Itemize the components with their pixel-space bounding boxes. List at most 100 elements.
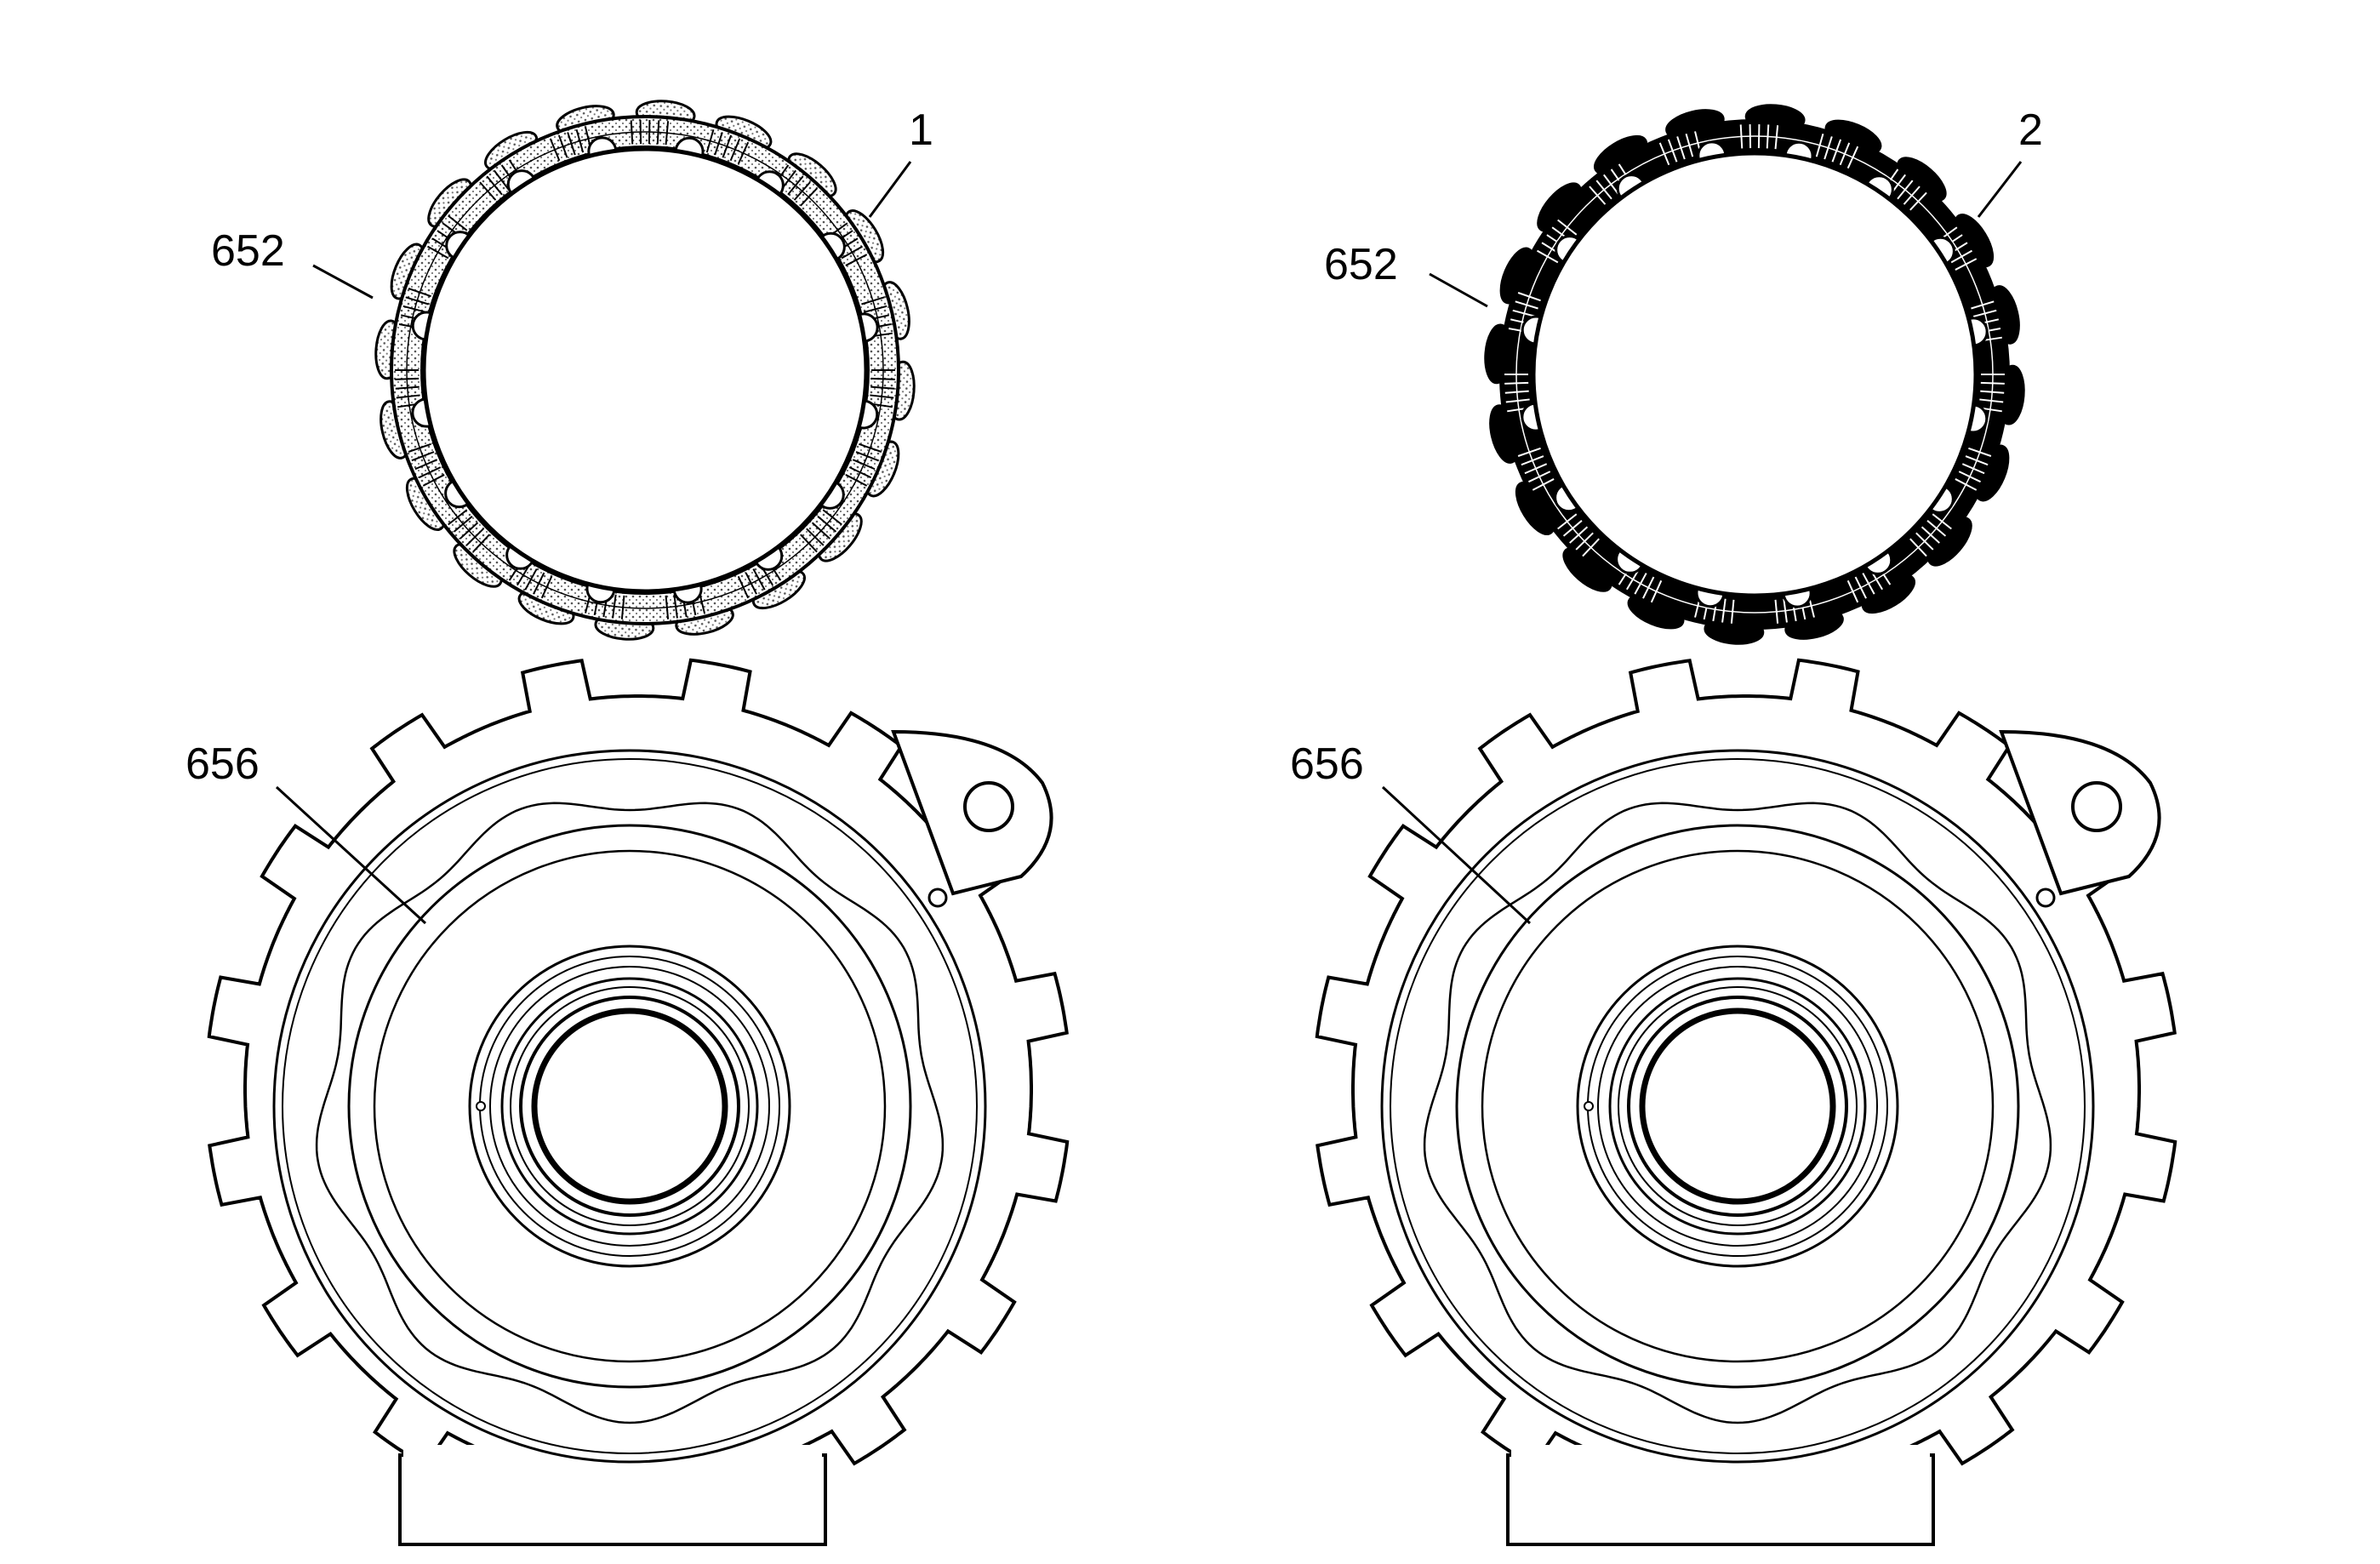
ring-groove xyxy=(1926,520,1947,537)
right-clutch-housing xyxy=(1315,658,2177,1546)
ring-groove xyxy=(1667,139,1678,163)
ring-groove xyxy=(1815,133,1824,157)
ring-groove xyxy=(841,245,864,260)
ring-groove xyxy=(1505,398,1530,403)
ring-groove xyxy=(859,442,882,453)
housing-ring xyxy=(1618,986,1858,1226)
ring-groove xyxy=(1965,455,1989,466)
ring-groove xyxy=(863,305,888,313)
ring-groove xyxy=(1517,447,1541,457)
ring-groove xyxy=(845,254,868,266)
ring-groove xyxy=(1730,599,1735,624)
ring-groove xyxy=(1932,513,1952,530)
ring-groove xyxy=(448,214,468,231)
callout-2: 2 xyxy=(2018,106,2043,155)
ring-groove xyxy=(1909,191,1927,211)
housing-ring xyxy=(500,977,759,1236)
ring-groove xyxy=(1739,124,1744,149)
ring-groove xyxy=(848,466,871,479)
housing-ring xyxy=(1608,977,1867,1236)
ring-groove xyxy=(1562,520,1583,537)
ring-groove xyxy=(1569,526,1589,544)
housing-ring xyxy=(1380,749,2095,1464)
ring-groove xyxy=(472,534,490,553)
ring-groove xyxy=(612,594,617,619)
ring-groove xyxy=(1757,124,1761,149)
callout-656-right: 656 xyxy=(1290,739,1364,789)
ring-groove xyxy=(1658,142,1670,166)
ring-groove xyxy=(1524,463,1548,475)
ring-groove xyxy=(1980,390,2005,394)
ring-groove xyxy=(1971,300,1995,310)
ring-groove xyxy=(811,522,830,539)
ring-groove xyxy=(524,568,538,591)
ring-groove xyxy=(752,568,766,591)
ring-groove xyxy=(1536,249,1559,264)
left-friction-ring xyxy=(374,100,916,641)
housing-ring xyxy=(510,986,750,1226)
keyway-mark xyxy=(1584,1101,1594,1111)
ring-groove xyxy=(1504,390,1529,394)
housing-ring xyxy=(1627,996,1848,1217)
ring-groove xyxy=(1950,249,1973,264)
leader-line-652-left xyxy=(312,264,374,300)
ring-groove xyxy=(1968,447,1992,457)
housing-base xyxy=(1506,1453,1935,1546)
ring-groove xyxy=(459,522,479,539)
ring-groove xyxy=(1749,124,1752,149)
ring-groove xyxy=(870,394,894,399)
ring-groove xyxy=(1685,133,1694,157)
ring-groove xyxy=(405,296,429,305)
callout-1: 1 xyxy=(909,106,933,155)
ring-groove xyxy=(1774,599,1779,624)
ring-groove xyxy=(402,305,427,313)
ring-groove xyxy=(852,459,876,471)
ring-groove xyxy=(1766,124,1770,149)
ring-groove xyxy=(793,181,811,201)
housing-ring xyxy=(1481,849,1995,1363)
ring-groove xyxy=(1532,478,1555,491)
ring-groove xyxy=(665,121,670,146)
ring-groove xyxy=(1515,300,1538,310)
housing-ring xyxy=(468,945,791,1268)
ring-groove xyxy=(408,442,431,453)
ring-groove xyxy=(745,572,757,595)
ring-groove xyxy=(557,134,568,158)
ring-groove xyxy=(855,451,879,462)
ring-inner-edge xyxy=(1531,151,1978,598)
ring-groove xyxy=(1846,146,1859,169)
ring-groove xyxy=(1862,573,1875,595)
ring-groove xyxy=(639,120,642,145)
ring-groove xyxy=(411,451,435,462)
leader-line-1 xyxy=(868,161,912,218)
ring-groove xyxy=(822,509,842,526)
ring-groove xyxy=(533,572,545,595)
housing-ring xyxy=(489,966,770,1247)
ring-groove xyxy=(486,175,503,196)
ring-groove xyxy=(1980,381,2005,385)
ring-groove xyxy=(465,528,484,546)
ring-groove xyxy=(1897,180,1914,200)
ring-groove xyxy=(1557,219,1578,236)
ring-groove xyxy=(1721,598,1726,623)
leader-line-2 xyxy=(1977,161,2023,218)
ring-groove xyxy=(1961,463,1985,475)
housing-base xyxy=(398,1453,827,1546)
left-clutch-housing xyxy=(207,658,1070,1546)
ring-groove xyxy=(1915,532,1934,551)
ring-groove xyxy=(1846,579,1859,603)
ring-groove xyxy=(494,169,510,191)
ring-groove xyxy=(1979,398,2004,403)
ring-groove xyxy=(396,394,420,399)
ring-groove xyxy=(1783,598,1788,623)
locator-hole xyxy=(2035,888,2056,908)
ring-groove xyxy=(1517,292,1541,302)
housing-ring xyxy=(1597,966,1878,1247)
ring-groove xyxy=(1589,186,1607,205)
ring-groove xyxy=(1528,471,1551,483)
housing-ring xyxy=(519,996,740,1217)
ring-groove xyxy=(620,595,625,619)
ring-groove xyxy=(1575,532,1594,551)
ring-groove xyxy=(1824,136,1833,160)
